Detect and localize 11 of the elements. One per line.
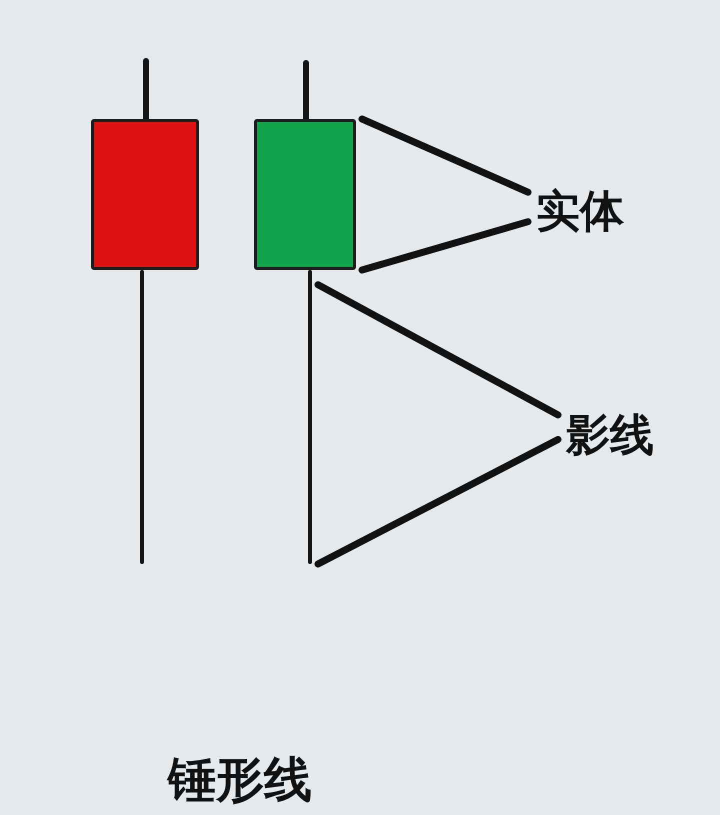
lower-wick bbox=[140, 270, 144, 564]
candle-body bbox=[254, 119, 356, 270]
caption: 锤形线 bbox=[168, 756, 312, 804]
candle-body bbox=[91, 119, 199, 270]
leader-line bbox=[314, 436, 562, 568]
upper-wick bbox=[143, 58, 149, 122]
callout-label: 实体 bbox=[536, 190, 624, 234]
upper-wick bbox=[303, 60, 309, 122]
lower-wick bbox=[308, 270, 312, 564]
leader-line bbox=[358, 116, 532, 196]
callout-label: 影线 bbox=[566, 414, 654, 458]
